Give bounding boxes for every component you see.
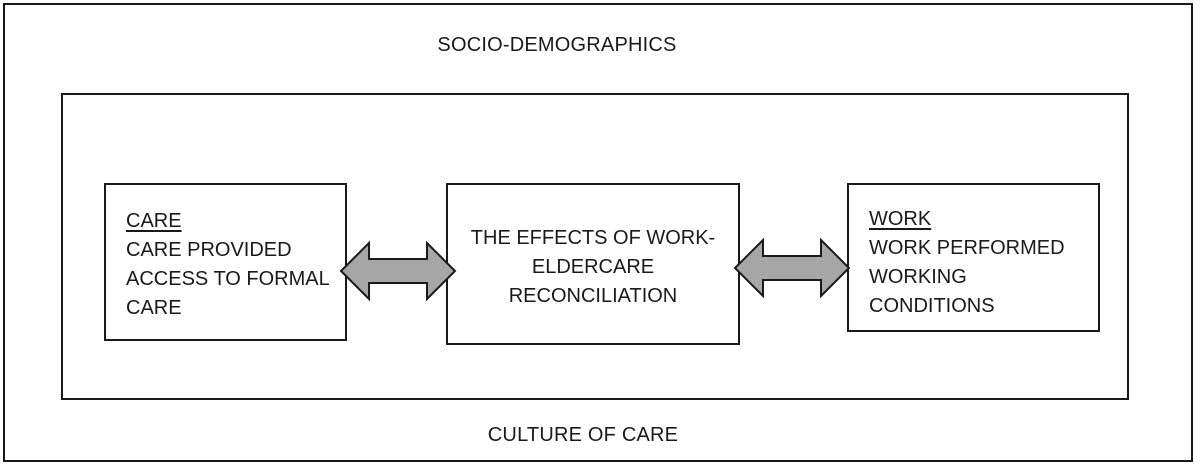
culture-of-care-label: CULTURE OF CARE: [487, 424, 679, 446]
socio-demographics-frame: [3, 3, 1193, 462]
center-line-3: RECONCILIATION: [508, 285, 678, 307]
center-line-1: THE EFFECTS OF WORK-: [470, 227, 716, 249]
work-heading: WORK: [869, 208, 932, 230]
work-line-3: CONDITIONS: [869, 295, 995, 317]
care-center-double-arrow: [339, 241, 457, 301]
care-box: CARE CARE PROVIDED ACCESS TO FORMAL CARE: [104, 183, 347, 341]
socio-demographics-label: SOCIO-DEMOGRAPHICS: [437, 34, 677, 56]
care-line-2: ACCESS TO FORMAL: [126, 268, 330, 290]
center-work-double-arrow: [733, 238, 851, 298]
care-line-3: CARE: [126, 297, 182, 319]
work-line-2: WORKING: [869, 266, 967, 288]
care-heading: CARE: [126, 210, 182, 232]
center-work-arrow-shape: [733, 238, 851, 298]
work-box: WORK WORK PERFORMED WORKING CONDITIONS: [847, 183, 1100, 332]
culture-of-care-frame: [61, 93, 1129, 400]
center-line-2: ELDERCARE: [531, 256, 655, 278]
care-line-1: CARE PROVIDED: [126, 239, 292, 261]
reconciliation-box: THE EFFECTS OF WORK- ELDERCARE RECONCILI…: [446, 183, 740, 345]
care-center-arrow-shape: [339, 241, 457, 301]
work-line-1: WORK PERFORMED: [869, 237, 1065, 259]
